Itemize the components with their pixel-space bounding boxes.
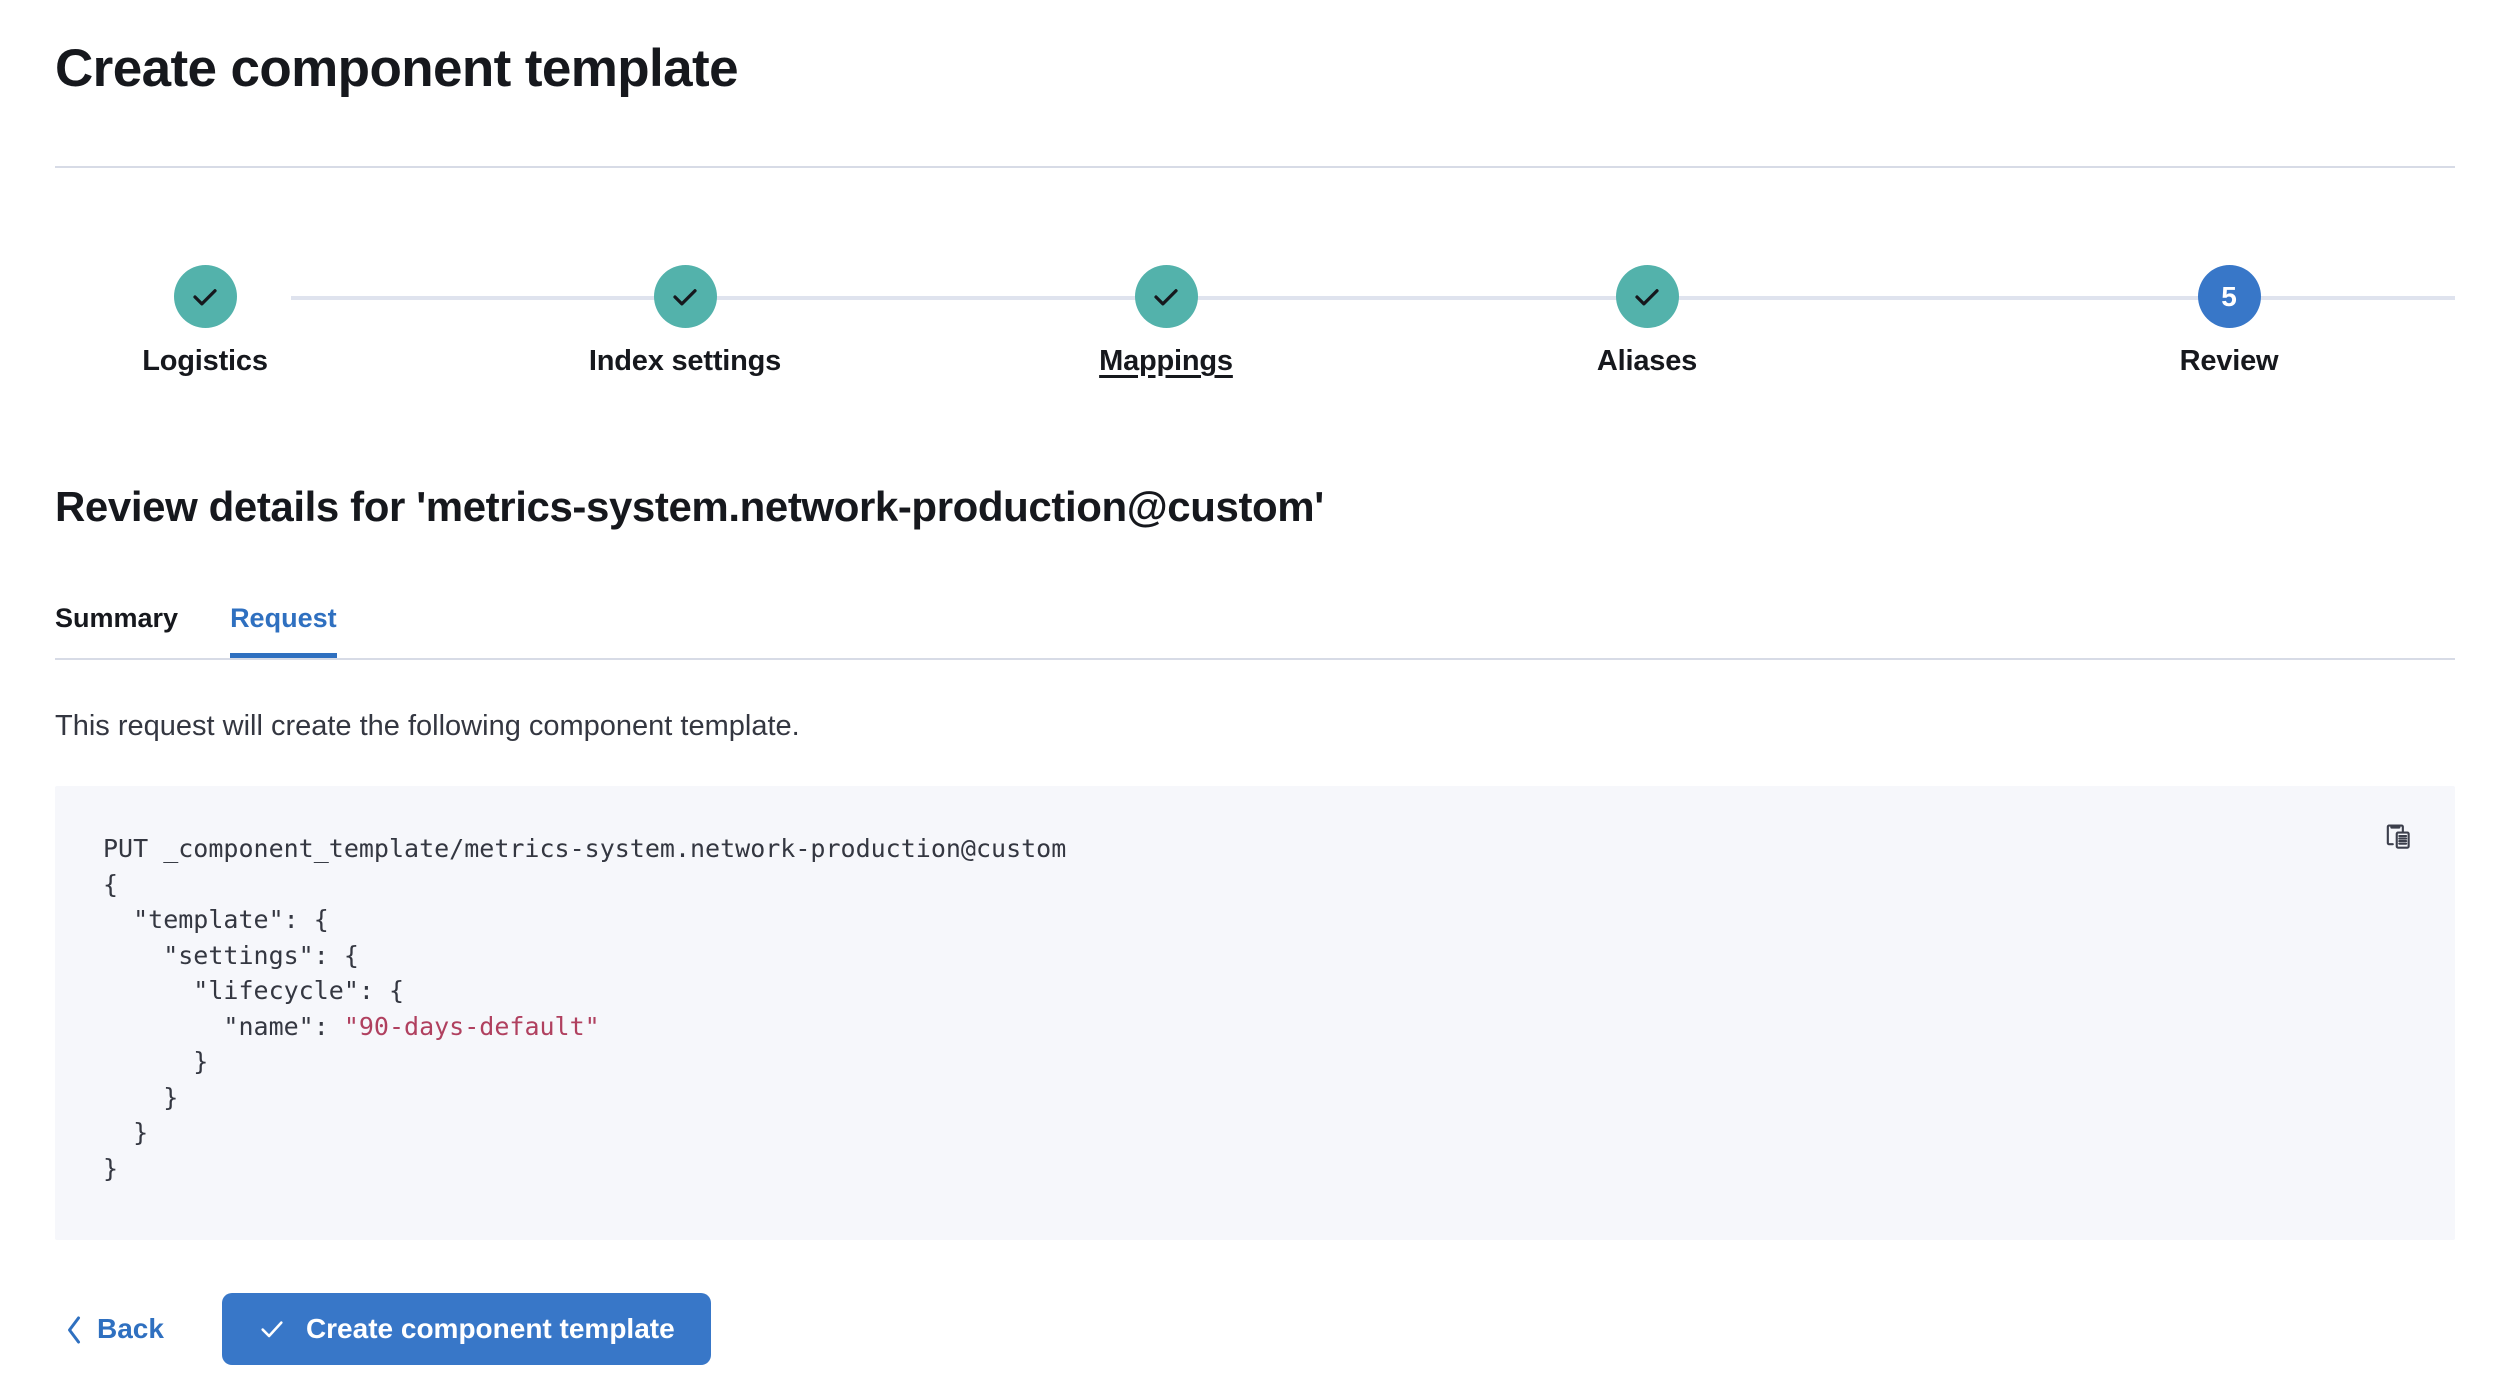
step-marker-review[interactable]: 5 (2197, 265, 2261, 328)
step-marker-aliases[interactable] (1615, 265, 1679, 328)
check-icon (1151, 282, 1181, 312)
step-logistics[interactable]: Logistics (55, 250, 355, 378)
code-body-line: "settings": { (103, 940, 359, 970)
step-number: 5 (2221, 280, 2237, 312)
check-icon (670, 282, 700, 312)
request-code[interactable]: PUT _component_template/metrics-system.n… (103, 831, 1066, 1186)
step-mappings[interactable]: Mappings (1016, 250, 1316, 378)
chevron-left-icon (65, 1315, 83, 1344)
step-label-index-settings[interactable]: Index settings (588, 345, 782, 377)
tabs-underline (55, 658, 2455, 660)
wizard-stepper: Logistics Index settings Mappings (55, 250, 2455, 390)
step-label-review[interactable]: Review (2179, 345, 2279, 377)
request-description: This request will create the following c… (55, 710, 800, 742)
code-body-line: } (103, 1153, 119, 1183)
code-string-value: "90-days-default" (343, 1011, 600, 1041)
stepper-track (291, 296, 2455, 300)
code-body-line: "name": (103, 1011, 344, 1041)
step-label-aliases[interactable]: Aliases (1596, 345, 1698, 377)
request-code-panel: PUT _component_template/metrics-system.n… (55, 786, 2455, 1240)
page-title: Create component template (55, 39, 739, 98)
step-label-logistics[interactable]: Logistics (142, 345, 268, 377)
code-body-line: "lifecycle": { (103, 976, 405, 1005)
review-tabs: Summary Request (55, 598, 2455, 660)
code-body-line: } (103, 1118, 149, 1147)
create-component-template-button[interactable]: Create component template (221, 1293, 711, 1365)
step-marker-index-settings[interactable] (653, 265, 717, 328)
step-label-mappings[interactable]: Mappings (1099, 345, 1233, 377)
review-details-heading: Review details for 'metrics-system.netwo… (55, 483, 1324, 530)
copy-request-button[interactable] (2371, 808, 2431, 868)
check-icon (1632, 282, 1662, 312)
clipboard-copy-icon (2384, 821, 2418, 855)
step-marker-mappings[interactable] (1134, 265, 1198, 328)
code-method-line: PUT _component_template/metrics-system.n… (103, 834, 1067, 863)
check-icon (258, 1315, 286, 1343)
code-body-line: } (103, 1047, 209, 1076)
back-button-label: Back (97, 1313, 164, 1344)
back-button[interactable]: Back (55, 1304, 174, 1354)
code-body-line: } (103, 1082, 179, 1112)
header-divider (55, 166, 2455, 168)
step-review[interactable]: 5 Review (2079, 250, 2379, 378)
check-icon (190, 282, 220, 312)
step-index-settings[interactable]: Index settings (535, 250, 835, 378)
wizard-footer-actions: Back Create component template (55, 1290, 711, 1368)
tab-summary[interactable]: Summary (55, 603, 179, 633)
code-body-line: "template": { (103, 905, 329, 934)
step-aliases[interactable]: Aliases (1497, 250, 1797, 378)
tab-request[interactable]: Request (230, 598, 337, 660)
create-component-template-label: Create component template (305, 1313, 675, 1344)
code-body-line: { (103, 869, 119, 899)
step-marker-logistics[interactable] (173, 265, 237, 328)
